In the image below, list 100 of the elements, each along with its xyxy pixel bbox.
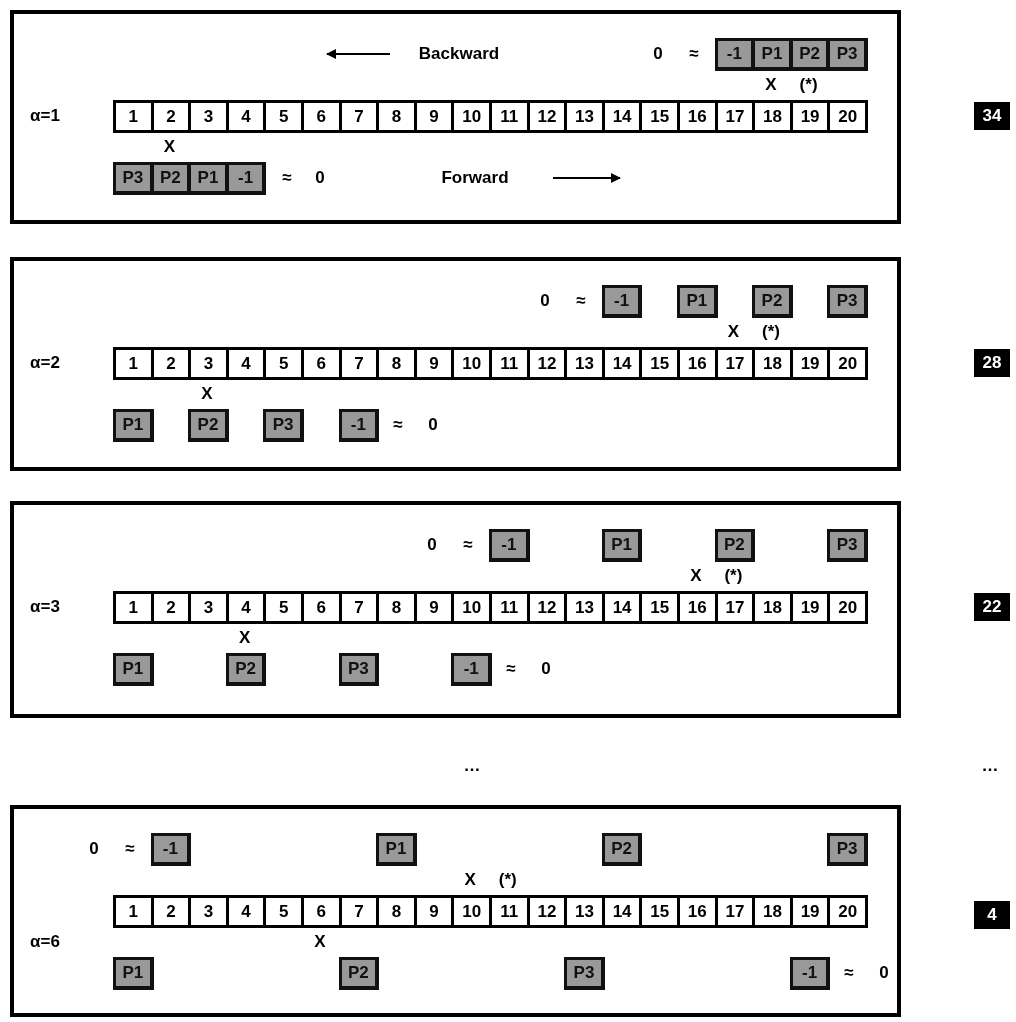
index-cell: 11 <box>489 99 530 133</box>
index-cell: 10 <box>451 894 492 928</box>
x-marker: X <box>765 75 777 95</box>
approx-symbol: ≈ <box>463 535 473 555</box>
index-cell: 3 <box>188 590 229 624</box>
zero-label: 0 <box>653 44 663 64</box>
pattern-cell: P2 <box>601 832 643 866</box>
approx-symbol: ≈ <box>125 839 135 859</box>
approx-symbol: ≈ <box>689 44 699 64</box>
pattern-cell: P1 <box>113 652 154 686</box>
index-cell: 11 <box>489 894 530 928</box>
index-cell: 8 <box>376 894 417 928</box>
score-badge: 22 <box>974 593 1010 621</box>
approx-symbol: ≈ <box>282 168 292 188</box>
pattern-cell: P2 <box>338 956 380 990</box>
index-cell: 20 <box>827 894 868 928</box>
direction-label: Forward <box>441 168 509 188</box>
direction-label: Backward <box>418 44 500 64</box>
asterisk-marker: (*) <box>762 322 780 342</box>
x-marker: X <box>464 870 476 890</box>
zero-label: 0 <box>428 415 438 435</box>
index-cell: 5 <box>263 99 304 133</box>
ellipsis: … <box>463 756 481 776</box>
zero-label: 0 <box>879 963 889 983</box>
panel-frame <box>10 257 901 471</box>
row-label: α=2 <box>30 353 60 373</box>
index-cell: 15 <box>639 894 680 928</box>
asterisk-marker: (*) <box>799 75 818 95</box>
index-cell: 18 <box>752 346 793 380</box>
pattern-cell: P3 <box>263 408 304 442</box>
index-cell: 10 <box>451 346 492 380</box>
pattern-cell: P1 <box>677 284 718 318</box>
index-cell: 16 <box>677 590 718 624</box>
approx-symbol: ≈ <box>506 659 516 679</box>
x-marker: X <box>201 384 213 404</box>
index-cell: 20 <box>827 590 868 624</box>
pattern-cell: P2 <box>714 528 756 562</box>
index-cell: 13 <box>564 346 605 380</box>
asterisk-marker: (*) <box>724 566 743 586</box>
pattern-cell: P3 <box>827 284 868 318</box>
index-cell: 20 <box>827 99 868 133</box>
index-cell: 1 <box>113 99 154 133</box>
pattern-cell: P1 <box>752 37 793 71</box>
pattern-cell: -1 <box>338 408 380 442</box>
score-badge: 34 <box>974 102 1010 130</box>
index-cell: 6 <box>301 99 342 133</box>
zero-label: 0 <box>540 291 550 311</box>
x-marker: X <box>727 322 740 342</box>
zero-label: 0 <box>427 535 437 555</box>
index-cell: 15 <box>639 346 680 380</box>
index-cell: 8 <box>376 346 417 380</box>
pattern-cell: P3 <box>113 161 154 195</box>
index-cell: 8 <box>376 590 417 624</box>
ellipsis: … <box>981 756 999 776</box>
index-cell: 10 <box>451 590 492 624</box>
index-cell: 3 <box>188 346 229 380</box>
index-cell: 18 <box>752 99 793 133</box>
index-cell: 10 <box>451 99 492 133</box>
panel-frame <box>10 10 901 224</box>
pattern-cell: -1 <box>601 284 643 318</box>
pattern-cell: P3 <box>827 37 868 71</box>
index-cell: 18 <box>752 894 793 928</box>
index-cell: 16 <box>677 346 718 380</box>
index-cell: 15 <box>639 590 680 624</box>
index-cell: 5 <box>263 894 304 928</box>
index-cell: 13 <box>564 590 605 624</box>
pattern-cell: P1 <box>113 956 154 990</box>
zero-label: 0 <box>315 168 325 188</box>
pattern-cell: P1 <box>188 161 229 195</box>
pattern-cell: P2 <box>225 652 267 686</box>
index-cell: 20 <box>827 346 868 380</box>
index-cell: 3 <box>188 99 229 133</box>
zero-label: 0 <box>541 659 551 679</box>
approx-symbol: ≈ <box>393 415 403 435</box>
pattern-cell: P3 <box>827 832 868 866</box>
x-marker: X <box>163 137 176 157</box>
index-cell: 6 <box>301 590 342 624</box>
row-label: α=6 <box>30 932 60 952</box>
panel-frame <box>10 805 901 1017</box>
pattern-cell: P2 <box>752 284 793 318</box>
x-marker: X <box>314 932 326 952</box>
pattern-cell: -1 <box>150 832 192 866</box>
index-cell: 5 <box>263 590 304 624</box>
index-cell: 6 <box>301 346 342 380</box>
index-cell: 6 <box>301 894 342 928</box>
score-badge: 28 <box>974 349 1010 377</box>
row-label: α=3 <box>30 597 60 617</box>
pattern-cell: P2 <box>188 408 229 442</box>
index-cell: 15 <box>639 99 680 133</box>
panel-frame <box>10 501 901 718</box>
pattern-cell: P3 <box>827 528 868 562</box>
index-cell: 11 <box>489 590 530 624</box>
index-cell: 3 <box>188 894 229 928</box>
asterisk-marker: (*) <box>498 870 517 890</box>
index-cell: 1 <box>113 894 154 928</box>
pattern-cell: P3 <box>338 652 380 686</box>
pattern-cell: P1 <box>601 528 643 562</box>
index-cell: 13 <box>564 99 605 133</box>
index-cell: 8 <box>376 99 417 133</box>
score-badge: 4 <box>974 901 1010 929</box>
